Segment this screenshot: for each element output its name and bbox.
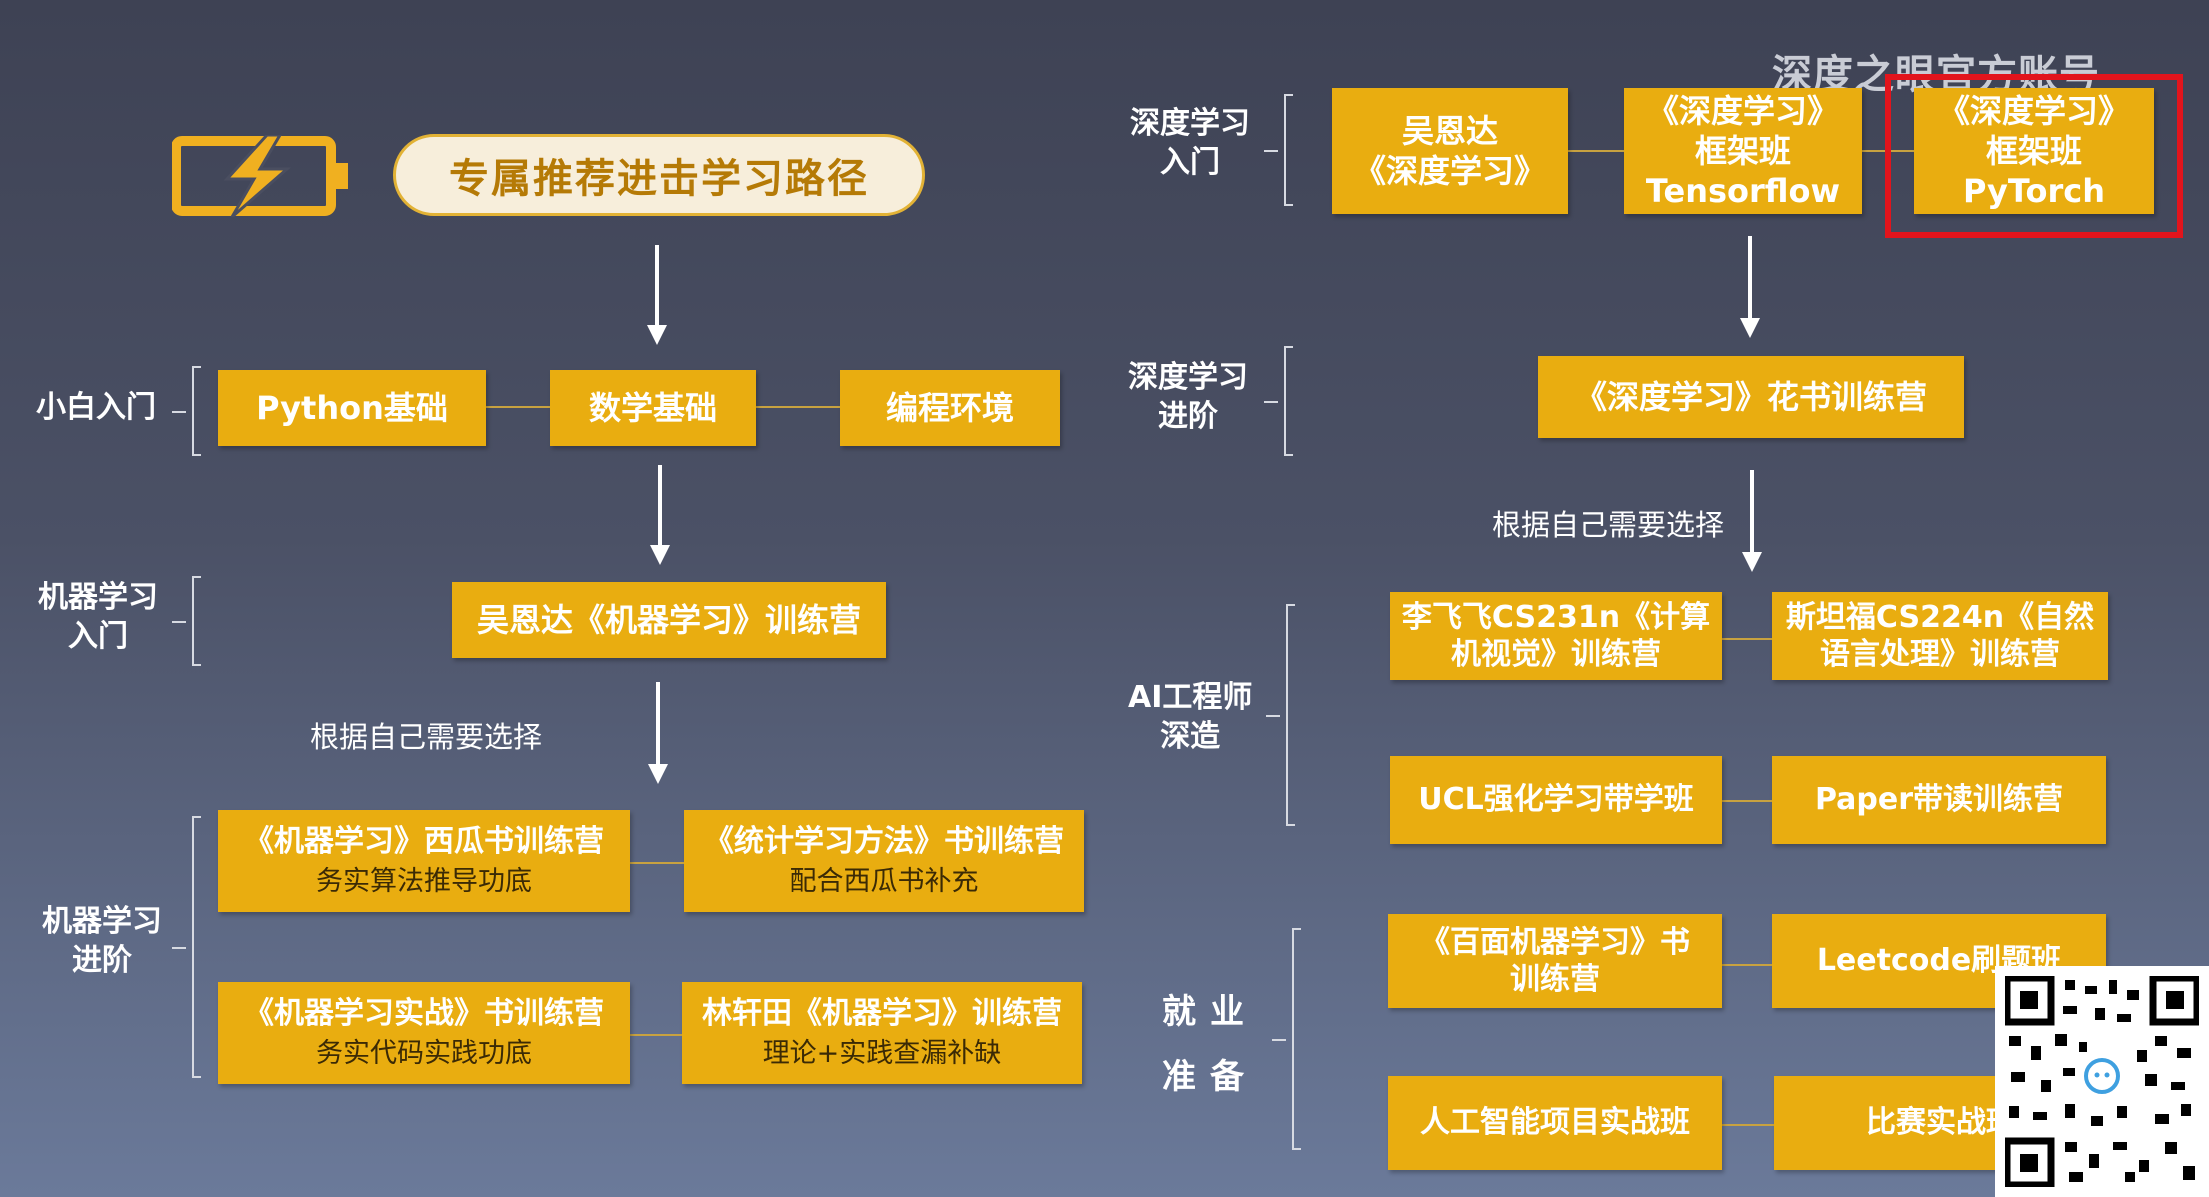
stage-label-text: 机器学习 进阶 bbox=[42, 904, 162, 978]
stage-label-text: 机器学习 入门 bbox=[38, 580, 158, 654]
node-math-basics: 数学基础 bbox=[550, 370, 756, 446]
page-title: 专属推荐进击学习路径 bbox=[393, 134, 925, 216]
node-cs231n-camp: 李飞飞CS231n《计算 机视觉》训练营 bbox=[1390, 592, 1722, 680]
stage-bracket bbox=[1272, 928, 1301, 1150]
node-dl-framework-tensorflow: 《深度学习》 框架班 Tensorflow bbox=[1624, 88, 1862, 214]
node-statistical-learning-camp: 《统计学习方法》书训练营 配合西瓜书补充 bbox=[684, 810, 1084, 912]
stage-bracket bbox=[1266, 604, 1295, 826]
connector-line bbox=[630, 1034, 682, 1036]
node-ng-dl: 吴恩达 《深度学习》 bbox=[1332, 88, 1568, 214]
node-title: 《机器学习实战》书训练营 bbox=[244, 996, 604, 1032]
node-ml-in-action-camp: 《机器学习实战》书训练营 务实代码实践功底 bbox=[218, 982, 630, 1084]
stage-label-beginner: 小白入门 bbox=[36, 390, 156, 425]
node-python-basics: Python基础 bbox=[218, 370, 486, 446]
node-ng-ml-camp: 吴恩达《机器学习》训练营 bbox=[452, 582, 886, 658]
node-watermelon-book-camp: 《机器学习》西瓜书训练营 务实算法推导功底 bbox=[218, 810, 630, 912]
stage-bracket bbox=[172, 366, 201, 456]
choose-note: 根据自己需要选择 bbox=[310, 720, 543, 754]
stage-label-job: 就业 准备 bbox=[1162, 980, 1258, 1109]
stage-label-ml-advanced: 机器学习 进阶 bbox=[42, 902, 162, 980]
connector-line bbox=[486, 406, 550, 408]
stage-label-ml-intro: 机器学习 入门 bbox=[38, 578, 158, 656]
node-title: 《百面机器学习》书 训练营 bbox=[1420, 924, 1690, 998]
node-title: 《深度学习》 框架班 Tensorflow bbox=[1645, 92, 1841, 210]
node-title: 吴恩达 《深度学习》 bbox=[1353, 112, 1546, 190]
node-title: 《机器学习》西瓜书训练营 bbox=[244, 824, 604, 860]
node-subtitle: 务实代码实践功底 bbox=[316, 1037, 532, 1069]
connector-line bbox=[630, 862, 684, 864]
node-paper-reading-camp: Paper带读训练营 bbox=[1772, 756, 2106, 844]
connector-line bbox=[1568, 150, 1624, 152]
stage-label-text: 深度学习 进阶 bbox=[1128, 360, 1248, 434]
node-subtitle: 务实算法推导功底 bbox=[316, 865, 532, 897]
stage-bracket bbox=[1264, 346, 1293, 456]
connector-line bbox=[1722, 1124, 1774, 1126]
node-interview-book-camp: 《百面机器学习》书 训练营 bbox=[1388, 914, 1722, 1008]
node-subtitle: 理论+实践查漏补缺 bbox=[762, 1037, 1002, 1069]
connector-line bbox=[1722, 800, 1772, 802]
stage-bracket bbox=[172, 816, 201, 1078]
stage-label-text: AI工程师 深造 bbox=[1128, 680, 1253, 754]
node-programming-env: 编程环境 bbox=[840, 370, 1060, 446]
stage-label-dl-intro: 深度学习 入门 bbox=[1130, 104, 1250, 182]
node-subtitle: 配合西瓜书补充 bbox=[789, 865, 979, 897]
node-cs224n-camp: 斯坦福CS224n《自然 语言处理》训练营 bbox=[1772, 592, 2108, 680]
stage-label-ai-engineer: AI工程师 深造 bbox=[1128, 678, 1252, 756]
stage-label-dl-advanced: 深度学习 进阶 bbox=[1128, 358, 1248, 436]
choose-note: 根据自己需要选择 bbox=[1492, 508, 1725, 542]
stage-bracket bbox=[172, 576, 201, 666]
qr-code-icon bbox=[1995, 966, 2209, 1197]
node-title: 《统计学习方法》书训练营 bbox=[704, 824, 1064, 860]
battery-lightning-icon bbox=[171, 133, 354, 219]
highlight-frame bbox=[1885, 74, 2183, 238]
node-title: 《深度学习》 框架班 PyTorch bbox=[1937, 92, 2130, 210]
stage-label-text: 深度学习 入门 bbox=[1130, 106, 1250, 180]
node-title: 斯坦福CS224n《自然 语言处理》训练营 bbox=[1785, 599, 2095, 673]
node-ai-project-class: 人工智能项目实战班 bbox=[1388, 1076, 1722, 1170]
node-title: 林轩田《机器学习》训练营 bbox=[702, 996, 1062, 1032]
node-flower-book-camp: 《深度学习》花书训练营 bbox=[1538, 356, 1964, 438]
stage-bracket bbox=[1264, 94, 1293, 206]
node-dl-framework-pytorch: 《深度学习》 框架班 PyTorch bbox=[1914, 88, 2154, 214]
node-lin-ml-camp: 林轩田《机器学习》训练营 理论+实践查漏补缺 bbox=[682, 982, 1082, 1084]
connector-line bbox=[1722, 638, 1772, 640]
node-ucl-rl-class: UCL强化学习带学班 bbox=[1390, 756, 1722, 844]
node-title: 李飞飞CS231n《计算 机视觉》训练营 bbox=[1401, 599, 1711, 673]
connector-line bbox=[756, 406, 840, 408]
stage-label-text: 就业 准备 bbox=[1162, 992, 1258, 1097]
connector-line bbox=[1722, 964, 1772, 966]
